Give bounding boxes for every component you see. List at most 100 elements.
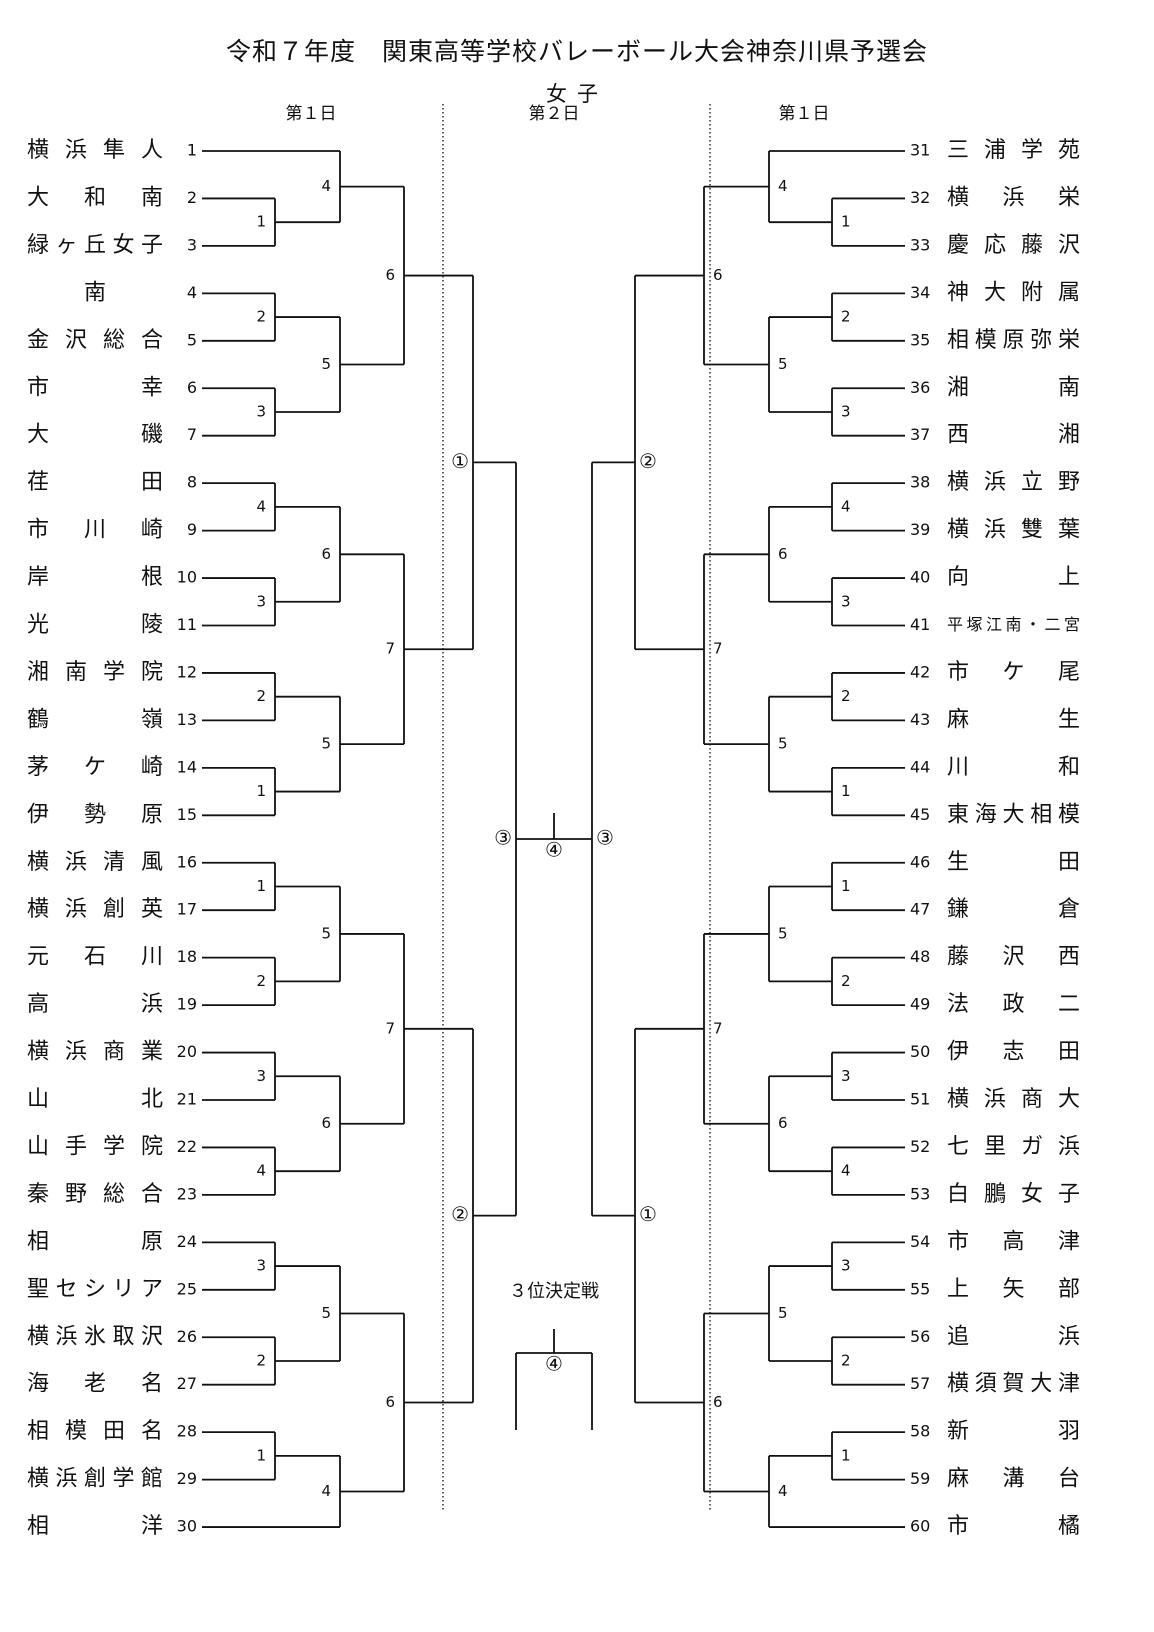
team-seed-number: 30	[177, 1517, 197, 1536]
match-number: 1	[256, 782, 266, 800]
team-seed-number: 19	[177, 995, 197, 1014]
team-name: 荏田	[27, 470, 163, 495]
team-seed-number: 33	[910, 235, 930, 254]
team-seed-number: 43	[910, 710, 930, 729]
team-name: 慶応藤沢	[947, 233, 1080, 258]
match-number: 1	[841, 877, 851, 895]
team-seed-number: 58	[910, 1422, 930, 1441]
team-name: 相模原弥栄	[947, 328, 1080, 353]
match-number: 1	[256, 877, 266, 895]
match-number-circled: ②	[639, 449, 657, 473]
team-seed-number: 55	[910, 1279, 930, 1298]
match-number: 2	[841, 308, 851, 326]
team-name: 南	[84, 280, 106, 305]
team-name: 聖セシリア	[27, 1277, 163, 1302]
team-seed-number: 53	[910, 1184, 930, 1203]
match-number: 6	[778, 545, 788, 563]
team-name: 鶴嶺	[27, 707, 163, 732]
match-number: 7	[385, 1019, 395, 1037]
match-number: 5	[778, 924, 788, 942]
team-name: 海老名	[27, 1372, 163, 1397]
team-name: 横浜栄	[947, 185, 1080, 210]
match-number: 6	[778, 1114, 788, 1132]
team-seed-number: 34	[910, 283, 930, 302]
team-name: 緑ヶ丘女子	[27, 233, 163, 258]
team-seed-number: 35	[910, 330, 930, 349]
match-number: 2	[256, 972, 266, 990]
team-seed-number: 27	[177, 1374, 197, 1393]
match-number: 5	[321, 735, 331, 753]
team-seed-number: 11	[177, 615, 197, 634]
team-name: 横浜商業	[27, 1040, 163, 1065]
team-name: 向上	[947, 565, 1080, 590]
team-seed-number: 59	[910, 1469, 930, 1488]
team-seed-number: 56	[910, 1327, 930, 1346]
team-seed-number: 22	[177, 1137, 197, 1156]
team-seed-number: 9	[187, 520, 197, 539]
team-name: 大磯	[27, 423, 163, 448]
team-seed-number: 13	[177, 710, 197, 729]
team-seed-number: 32	[910, 188, 930, 207]
day-label-left: 第１日	[286, 104, 337, 124]
team-seed-number: 39	[910, 520, 930, 539]
team-name: 市高津	[947, 1229, 1080, 1254]
match-number: 3	[841, 402, 851, 420]
match-number: 4	[321, 1482, 331, 1500]
team-name: 山北	[27, 1087, 163, 1112]
team-seed-number: 50	[910, 1042, 930, 1061]
team-name: 相模田名	[27, 1419, 163, 1444]
team-seed-number: 24	[177, 1232, 197, 1251]
team-seed-number: 20	[177, 1042, 197, 1061]
team-seed-number: 28	[177, 1422, 197, 1441]
match-number: 2	[256, 308, 266, 326]
match-number-circled: ①	[639, 1202, 657, 1226]
match-number: 3	[256, 592, 266, 610]
team-name: 横浜立野	[947, 470, 1080, 495]
team-seed-number: 60	[910, 1517, 930, 1536]
team-seed-number: 52	[910, 1137, 930, 1156]
match-number: 5	[321, 924, 331, 942]
team-seed-number: 26	[177, 1327, 197, 1346]
match-number: 5	[321, 1304, 331, 1322]
team-seed-number: 41	[910, 615, 930, 634]
team-seed-number: 45	[910, 805, 930, 824]
team-name: 横浜創学館	[27, 1467, 163, 1492]
team-seed-number: 57	[910, 1374, 930, 1393]
team-name: 白鵬女子	[947, 1182, 1080, 1207]
team-seed-number: 16	[177, 852, 197, 871]
match-number: 2	[256, 1351, 266, 1369]
team-seed-number: 1	[187, 141, 197, 160]
semifinal-label: ③	[494, 826, 512, 850]
match-number: 3	[256, 402, 266, 420]
team-name: 麻溝台	[947, 1467, 1080, 1492]
match-number: 1	[841, 1446, 851, 1464]
match-number: 4	[778, 177, 788, 195]
team-name: 横浜創英	[27, 897, 163, 922]
team-name: 平塚江南・二宮	[947, 615, 1080, 634]
team-name: 伊勢原	[27, 802, 163, 827]
team-seed-number: 54	[910, 1232, 930, 1251]
third-place-match-label: ④	[545, 1352, 563, 1376]
team-seed-number: 14	[177, 757, 197, 776]
match-number: 3	[841, 1067, 851, 1085]
match-number-circled: ①	[451, 449, 469, 473]
day-label-center: 第２日	[529, 104, 580, 124]
team-seed-number: 51	[910, 1090, 930, 1109]
team-seed-number: 46	[910, 852, 930, 871]
match-number: 1	[256, 1446, 266, 1464]
match-number: 1	[841, 213, 851, 231]
team-name: 横浜隼人	[27, 138, 163, 163]
team-name: 市ケ尾	[947, 660, 1080, 685]
team-seed-number: 2	[187, 188, 197, 207]
match-number: 1	[841, 782, 851, 800]
match-number: 3	[256, 1067, 266, 1085]
team-name: 大和南	[27, 185, 163, 210]
match-number: 5	[321, 355, 331, 373]
team-name: 光陵	[27, 613, 163, 638]
bracket-lines	[202, 150, 905, 1528]
team-name: 横浜雙葉	[947, 518, 1080, 543]
team-name: 上矢部	[947, 1277, 1080, 1302]
team-name: 湘南	[947, 375, 1080, 400]
team-name: 秦野総合	[27, 1182, 163, 1207]
